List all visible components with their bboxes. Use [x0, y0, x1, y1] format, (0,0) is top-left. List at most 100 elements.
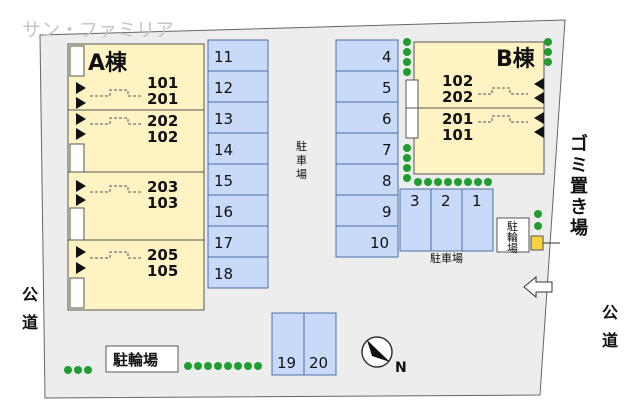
parking-number-13: 13: [214, 110, 233, 128]
building-b-entrances: [534, 78, 544, 138]
parking-number-7: 7: [382, 141, 392, 159]
unit-a-4-top: 205: [147, 246, 178, 264]
svg-text:駐車場: 駐車場: [296, 139, 307, 181]
parking-number-8: 8: [382, 172, 392, 190]
bike-parking-right: 駐輪場: [496, 217, 530, 255]
tree-7: [403, 174, 411, 182]
unit-b-1-top: 102: [442, 72, 473, 90]
unit-b-1-bottom: 202: [442, 88, 473, 106]
road-right-label: 公道: [602, 303, 618, 350]
parking-space-15: [207, 163, 269, 196]
parking-number-3: 3: [410, 192, 420, 210]
parking-space-20: [303, 312, 337, 376]
parking-space-8: [335, 163, 399, 196]
parking-number-14: 14: [214, 141, 233, 159]
unit-a-2-top: 202: [147, 112, 178, 130]
parking-number-5: 5: [382, 79, 392, 97]
tree-18: [544, 58, 552, 66]
watermark: サン・ファミリア: [22, 19, 174, 41]
tree-29: [234, 362, 242, 370]
parking-number-18: 18: [214, 265, 233, 283]
tree-1: [403, 48, 411, 56]
tree-25: [194, 362, 202, 370]
tree-2: [403, 58, 411, 66]
parking-number-9: 9: [382, 203, 392, 221]
tree-4: [403, 144, 411, 152]
unit-a-3-bottom: 103: [147, 194, 178, 212]
building-b-label: B棟: [496, 46, 536, 72]
parking-space-1: [461, 188, 494, 252]
tree-20: [534, 222, 542, 230]
parking-number-16: 16: [214, 203, 233, 221]
building-a-entrances: [76, 82, 86, 274]
tree-24: [184, 362, 192, 370]
building-b: B棟 102 202 201 101: [405, 41, 545, 175]
tree-31: [254, 362, 262, 370]
tree-12: [454, 178, 462, 186]
unit-a-4-bottom: 105: [147, 262, 178, 280]
parking-number-17: 17: [214, 234, 233, 252]
parking-space-12: [207, 70, 269, 103]
unit-a-1-top: 101: [147, 74, 178, 92]
parking-number-10: 10: [370, 234, 389, 252]
parking-number-15: 15: [214, 172, 233, 190]
north-compass: N: [361, 336, 407, 376]
tree-21: [64, 366, 72, 374]
tree-26: [204, 362, 212, 370]
building-a-label: A棟: [88, 50, 128, 76]
parking-space-7: [335, 132, 399, 165]
tree-10: [434, 178, 442, 186]
unit-a-3-top: 203: [147, 178, 178, 196]
parking-space-13: [207, 101, 269, 134]
parking-space-6: [335, 101, 399, 134]
road-left-label: 公道: [22, 285, 38, 332]
north-label: N: [395, 360, 407, 376]
parking-space-5: [335, 70, 399, 103]
tree-6: [403, 164, 411, 172]
parking-number-11: 11: [214, 48, 233, 66]
garbage-label: ゴミ置き場: [570, 133, 588, 239]
unit-a-2-bottom: 102: [147, 128, 178, 146]
tree-14: [474, 178, 482, 186]
parking-number-1: 1: [472, 192, 482, 210]
garbage-box: [530, 235, 544, 251]
tree-23: [84, 366, 92, 374]
parking-number-2: 2: [441, 192, 451, 210]
building-a: A棟 101 201 202 102 203 103 205: [67, 43, 205, 311]
tree-22: [74, 366, 82, 374]
parking-space-11: [207, 39, 269, 72]
tree-13: [464, 178, 472, 186]
tree-8: [414, 178, 422, 186]
tree-3: [403, 68, 411, 76]
trees: [64, 38, 552, 374]
tree-16: [544, 38, 552, 46]
parking-number-4: 4: [382, 48, 392, 66]
tree-15: [484, 178, 492, 186]
tree-5: [403, 154, 411, 162]
parking-label-small: 駐車場: [430, 251, 463, 265]
tree-30: [244, 362, 252, 370]
entrance-arrow: [523, 275, 553, 299]
parking-space-16: [207, 194, 269, 227]
parking-space-10: [335, 225, 399, 258]
svg-text:駐輪場: 駐輪場: [507, 219, 518, 255]
parking-label-center: 駐車場: [296, 139, 307, 181]
tree-28: [224, 362, 232, 370]
tree-0: [403, 38, 411, 46]
parking-number-12: 12: [214, 79, 233, 97]
unit-b-2-top: 201: [442, 110, 473, 128]
parking-space-14: [207, 132, 269, 165]
tree-9: [424, 178, 432, 186]
tree-19: [534, 210, 542, 218]
bike-parking-bottom: 駐輪場: [105, 345, 179, 373]
unit-b-2-bottom: 101: [442, 126, 473, 144]
bike-label-bottom: 駐輪場: [113, 351, 158, 369]
parking-number-6: 6: [382, 110, 392, 128]
parking-space-4: [335, 39, 399, 72]
unit-a-1-bottom: 201: [147, 90, 178, 108]
tree-27: [214, 362, 222, 370]
parking-space-17: [207, 225, 269, 258]
